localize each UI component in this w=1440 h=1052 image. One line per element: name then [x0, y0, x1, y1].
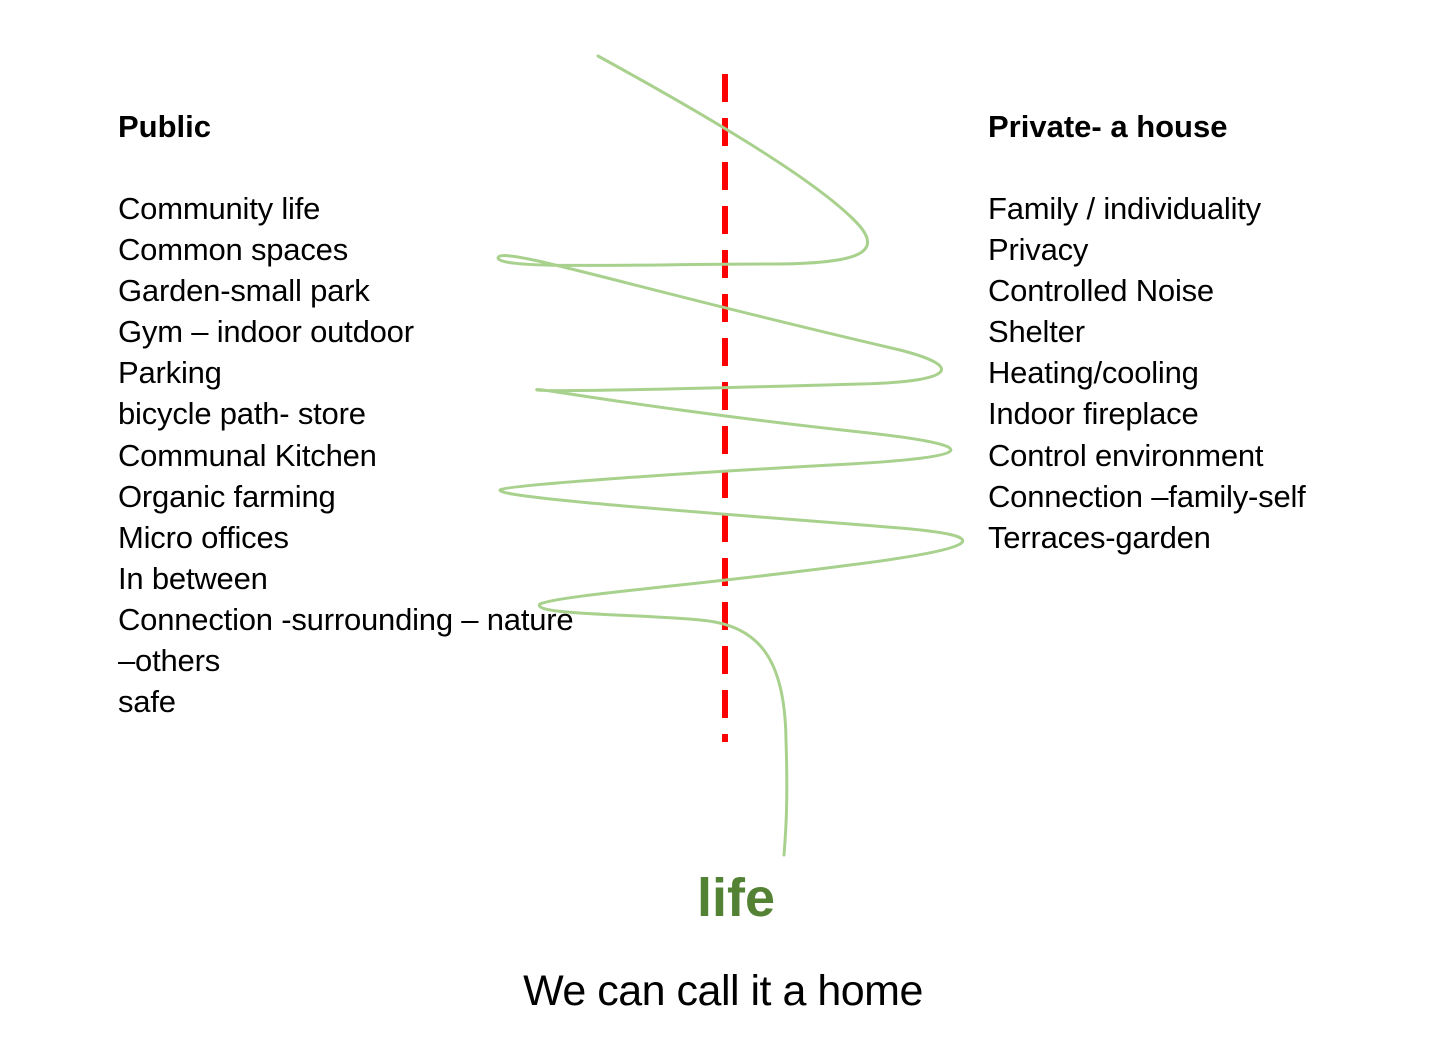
- private-column: Private- a house Family / individuality …: [988, 106, 1306, 558]
- list-item: Common spaces: [118, 232, 348, 268]
- list-item: Community life: [118, 191, 321, 226]
- private-heading: Private- a house: [988, 109, 1228, 144]
- list-item: Micro offices: [118, 519, 289, 555]
- list-item: Parking: [118, 355, 222, 391]
- public-heading: Public: [118, 109, 212, 144]
- list-item: Gym – indoor outdoor: [118, 314, 414, 350]
- list-item: Indoor fireplace: [988, 396, 1199, 432]
- list-item: Garden-small park: [118, 273, 370, 309]
- home-caption: We can call it a home: [523, 967, 923, 1015]
- list-item: Terraces-garden: [988, 519, 1211, 555]
- list-item: –others: [118, 643, 220, 679]
- list-item: bicycle path- store: [118, 396, 366, 432]
- life-line: [496, 54, 965, 857]
- public-list: Community life Common spaces Garden-smal…: [118, 188, 574, 722]
- list-item: safe: [118, 684, 176, 720]
- list-item: In between: [118, 560, 268, 596]
- list-item: Family / individuality: [988, 191, 1261, 226]
- private-list: Family / individuality Privacy Controlle…: [988, 188, 1306, 558]
- list-item: Controlled Noise: [988, 273, 1214, 309]
- list-item: Shelter: [988, 314, 1085, 350]
- list-item: Heating/cooling: [988, 355, 1199, 391]
- list-item: Connection -surrounding – nature: [118, 601, 574, 637]
- list-item: Privacy: [988, 232, 1089, 268]
- list-item: Communal Kitchen: [118, 437, 377, 473]
- public-column: Public Community life Common spaces Gard…: [118, 106, 574, 722]
- list-item: Organic farming: [118, 478, 336, 514]
- life-label: life: [696, 868, 776, 928]
- list-item: Control environment: [988, 437, 1264, 473]
- list-item: Connection –family-self: [988, 478, 1306, 514]
